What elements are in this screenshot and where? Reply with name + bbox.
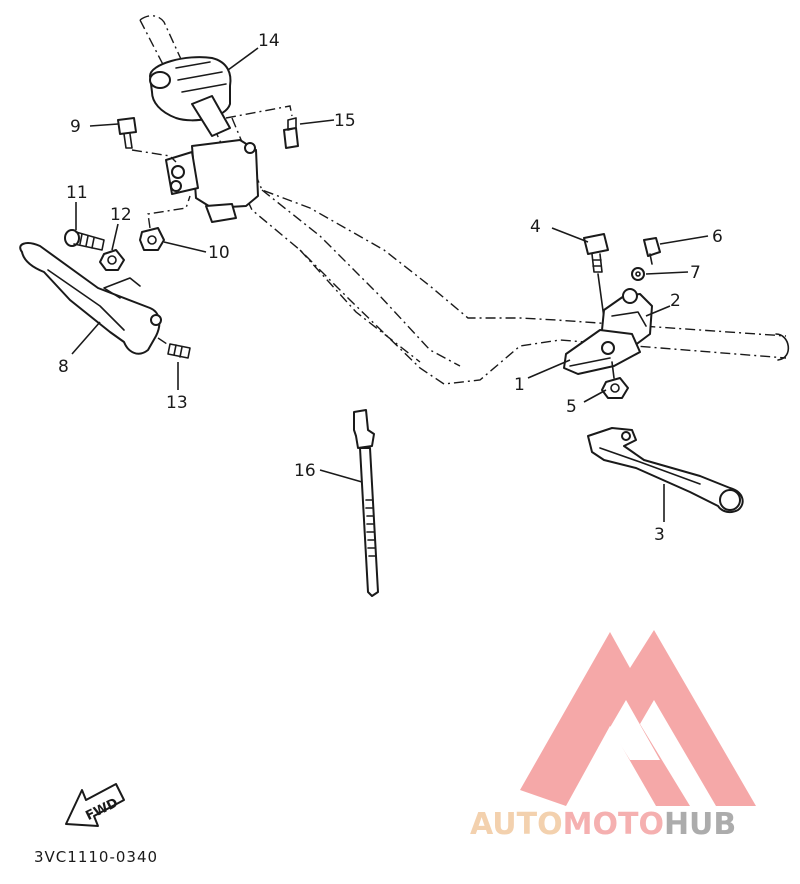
- automotohub-logo: AUTOMOTOHUB: [470, 630, 756, 842]
- callout-4: 4: [530, 217, 541, 237]
- cable-tie-part-16: [353, 409, 379, 597]
- logo-mark-triangle: [520, 630, 756, 806]
- logo-word: AUTOMOTOHUB: [470, 807, 736, 842]
- logo-word-moto: MOTO: [563, 807, 664, 842]
- callout-2: 2: [670, 291, 681, 311]
- nut-part-5: [601, 361, 629, 399]
- nut-part-12: [99, 249, 125, 271]
- callout-16: 16: [294, 461, 316, 481]
- throttle-grip-assembly: [149, 56, 232, 137]
- washer-part-7: [631, 267, 645, 281]
- callout-labels: 1 2 3 4 5 6 7 8 9 10 11 12 13 14 15 16: [58, 31, 723, 545]
- leader-lines: [71, 47, 709, 522]
- fwd-arrow: FWD: [65, 783, 125, 827]
- logo-word-auto: AUTO: [470, 807, 563, 842]
- bolt-part-4: [583, 233, 609, 319]
- handlebar-upper-line: [231, 117, 787, 337]
- handlebar-left-end: [139, 15, 197, 93]
- callout-14: 14: [258, 31, 280, 51]
- nut-part-10: [139, 195, 191, 251]
- callout-1: 1: [514, 375, 525, 395]
- right-lever-part-3: [587, 427, 744, 514]
- handlebar-inner-line-a: [261, 189, 461, 367]
- callout-9: 9: [70, 117, 81, 137]
- switch-housing: [165, 139, 259, 223]
- logo-mark-inner: [598, 700, 660, 760]
- bracket-part-1: [563, 329, 641, 375]
- callout-3: 3: [654, 525, 665, 545]
- callout-10: 10: [208, 243, 230, 263]
- callout-7: 7: [690, 263, 701, 283]
- bolt-part-11: [64, 229, 105, 251]
- callout-12: 12: [110, 205, 132, 225]
- screw-part-15: [225, 105, 299, 149]
- left-lever-part-8: [19, 242, 162, 355]
- screw-part-13: [157, 337, 191, 359]
- callout-15: 15: [334, 111, 356, 131]
- callout-6: 6: [712, 227, 723, 247]
- callout-11: 11: [66, 183, 88, 203]
- diagram-code: 3VC1110-0340: [34, 848, 158, 866]
- callout-5: 5: [566, 397, 577, 417]
- handlebar-inner-line-b: [299, 249, 421, 363]
- callout-13: 13: [166, 393, 188, 413]
- screw-part-6: [643, 237, 661, 265]
- bolt-part-9: [117, 117, 177, 163]
- logo-word-hub: HUB: [664, 807, 736, 842]
- callout-8: 8: [58, 357, 69, 377]
- handlebar-lower-line: [213, 127, 787, 385]
- handlebar-right-end: [775, 333, 790, 361]
